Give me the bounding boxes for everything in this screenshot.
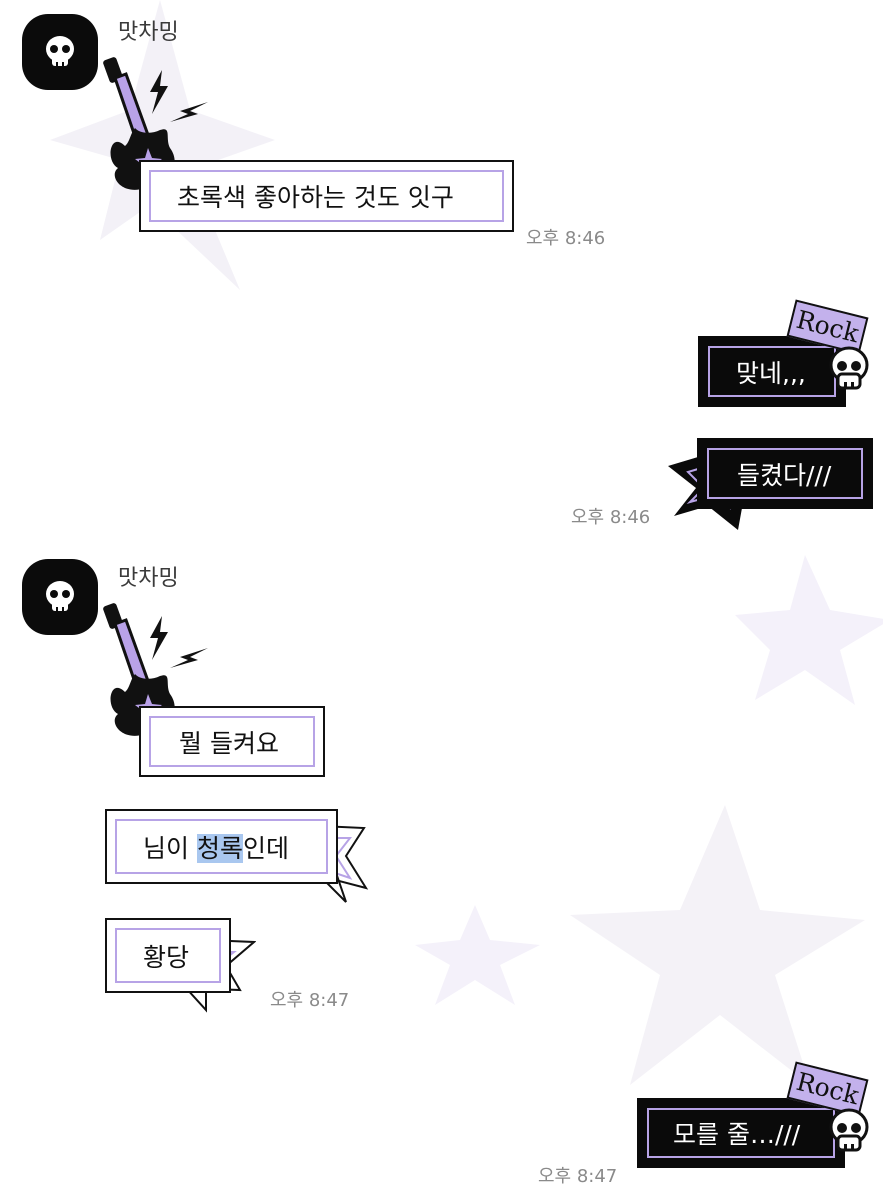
highlighted-text: 청록	[196, 833, 243, 863]
avatar[interactable]	[22, 559, 98, 635]
skull-icon	[829, 1108, 869, 1152]
sender-name: 맛차밍	[118, 20, 179, 45]
skull-icon	[829, 346, 869, 390]
avatar[interactable]	[22, 14, 98, 90]
message-bubble[interactable]: 들켰다///	[697, 438, 873, 509]
background-star-icon	[735, 555, 883, 705]
message-bubble[interactable]: 맞네,,,	[698, 336, 846, 407]
skull-icon	[46, 581, 74, 612]
message-bubble[interactable]: 초록색 좋아하는 것도 잇구	[139, 160, 514, 232]
timestamp: 오후 8:47	[270, 990, 350, 1011]
timestamp: 오후 8:46	[571, 507, 651, 528]
background-star-icon	[415, 905, 540, 1005]
message-bubble[interactable]: 뭘 들켜요	[139, 706, 325, 777]
message-bubble[interactable]: 모를 줄…///	[637, 1098, 845, 1168]
sender-name: 맛차밍	[118, 566, 179, 591]
background-star-icon	[570, 805, 865, 1085]
message-bubble[interactable]: 황당	[105, 918, 231, 993]
message-bubble[interactable]: 님이 청록인데	[105, 809, 338, 884]
skull-icon	[46, 36, 74, 67]
timestamp: 오후 8:47	[538, 1166, 618, 1187]
timestamp: 오후 8:46	[526, 228, 606, 249]
